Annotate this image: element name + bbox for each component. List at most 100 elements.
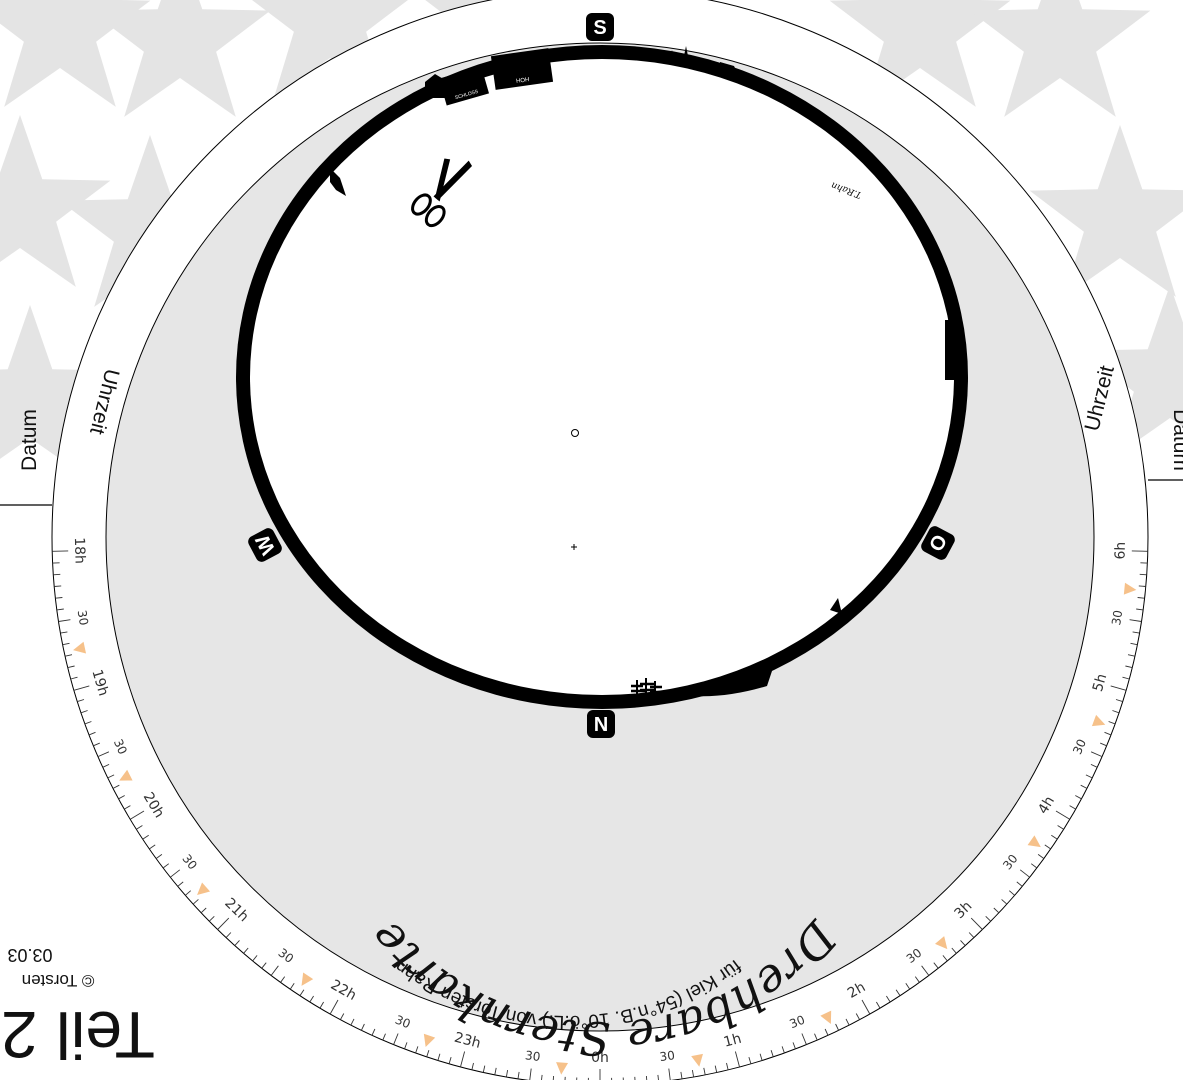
scale-tick <box>1057 825 1064 830</box>
scale-tick <box>65 654 73 657</box>
scale-tick <box>781 1046 785 1054</box>
scale-tick <box>759 1053 763 1061</box>
scale-tick <box>792 1042 796 1050</box>
scale-tick <box>88 731 96 736</box>
scale-tick <box>993 907 1000 914</box>
scale-tick <box>942 955 948 962</box>
scale-tick <box>505 1070 509 1077</box>
hour-label: 2h <box>845 979 868 1002</box>
scale-tick <box>124 805 131 810</box>
time-marker <box>934 936 948 950</box>
scale-tick <box>471 1062 474 1070</box>
star-icon <box>89 0 271 117</box>
hour-label: 19h <box>88 668 111 698</box>
scale-tick <box>426 1050 430 1058</box>
scale-tick <box>517 1071 520 1079</box>
compass-east: O <box>921 526 955 560</box>
scissors-icon[interactable] <box>405 148 482 229</box>
scale-tick <box>714 1065 718 1073</box>
scale-tick <box>136 825 143 830</box>
scale-tick <box>62 642 70 646</box>
scale-tick <box>97 751 110 758</box>
scale-tick <box>415 1046 419 1054</box>
half-hour-label: 30 <box>659 1048 676 1064</box>
scale-tick <box>985 915 992 922</box>
scale-tick <box>933 962 939 969</box>
scale-tick <box>329 999 339 1015</box>
scale-tick <box>801 1033 807 1045</box>
scale-tick <box>393 1033 399 1045</box>
scale-tick <box>1138 585 1146 587</box>
scale-tick <box>886 995 891 1003</box>
scale-tick <box>200 907 207 914</box>
half-hour-label: 30 <box>111 737 130 757</box>
scale-tick <box>657 1074 659 1080</box>
scale-tick <box>1044 844 1051 850</box>
scale-tick <box>177 881 184 887</box>
compass-south: S <box>586 13 614 41</box>
scale-tick <box>299 989 305 996</box>
datum-label-left: Datum <box>18 409 41 471</box>
scale-tick <box>770 1050 774 1058</box>
scale-tick <box>55 597 63 599</box>
star-icon <box>1079 285 1183 457</box>
scale-tick <box>371 1028 376 1036</box>
datum-label-right: Datum <box>1169 409 1183 471</box>
scale-tick <box>67 665 75 669</box>
scale-tick <box>309 995 314 1003</box>
scale-tick <box>1110 685 1127 691</box>
hour-label: 6h <box>1113 542 1129 560</box>
scale-tick <box>340 1013 345 1020</box>
scale-tick <box>102 763 110 768</box>
scale-tick <box>192 899 199 905</box>
center-pin-icon[interactable] <box>571 429 579 437</box>
scale-tick <box>1108 721 1116 725</box>
star-icon <box>1029 125 1183 297</box>
time-marker <box>73 641 87 654</box>
svg-text:S: S <box>593 17 606 39</box>
scale-tick <box>968 932 975 938</box>
time-marker <box>119 769 133 781</box>
time-marker <box>1091 714 1106 727</box>
scale-tick <box>350 1018 355 1026</box>
scale-tick <box>1122 676 1130 680</box>
scale-tick <box>382 1033 386 1041</box>
scale-tick <box>1009 890 1015 896</box>
scale-tick <box>142 834 149 840</box>
scale-tick <box>1104 731 1112 736</box>
scale-tick <box>921 965 930 976</box>
scale-tick <box>252 955 258 962</box>
date-stamp: 03.03 <box>7 945 52 965</box>
scale-tick <box>93 742 100 747</box>
scale-tick <box>541 1074 543 1080</box>
scale-tick <box>1069 805 1076 810</box>
time-marker <box>691 1053 703 1067</box>
scale-tick <box>1130 642 1138 646</box>
scale-tick <box>748 1056 752 1064</box>
scale-tick <box>1090 763 1098 768</box>
scale-tick <box>73 685 90 691</box>
scale-tick <box>162 863 170 869</box>
scale-tick <box>1100 742 1107 747</box>
scale-tick <box>814 1033 818 1041</box>
star-icon <box>59 135 241 307</box>
house-label-1: HOH <box>516 77 530 85</box>
scale-tick <box>845 1018 850 1026</box>
scale-tick <box>905 983 911 990</box>
scale-tick <box>734 1051 740 1068</box>
scale-tick <box>1001 899 1008 905</box>
scale-tick <box>1137 597 1145 599</box>
star-icon <box>0 115 111 287</box>
scale-tick <box>1115 699 1123 703</box>
hour-label: 18h <box>71 537 88 564</box>
scale-tick <box>835 1023 840 1031</box>
hour-label: 4h <box>1035 794 1058 817</box>
compass-west: W <box>248 528 282 562</box>
scale-tick <box>54 585 62 587</box>
time-marker <box>556 1062 569 1075</box>
scale-tick <box>1037 854 1045 859</box>
scale-tick <box>70 676 78 680</box>
page-title: Teil 2 <box>1 998 155 1072</box>
scale-tick <box>225 932 232 938</box>
